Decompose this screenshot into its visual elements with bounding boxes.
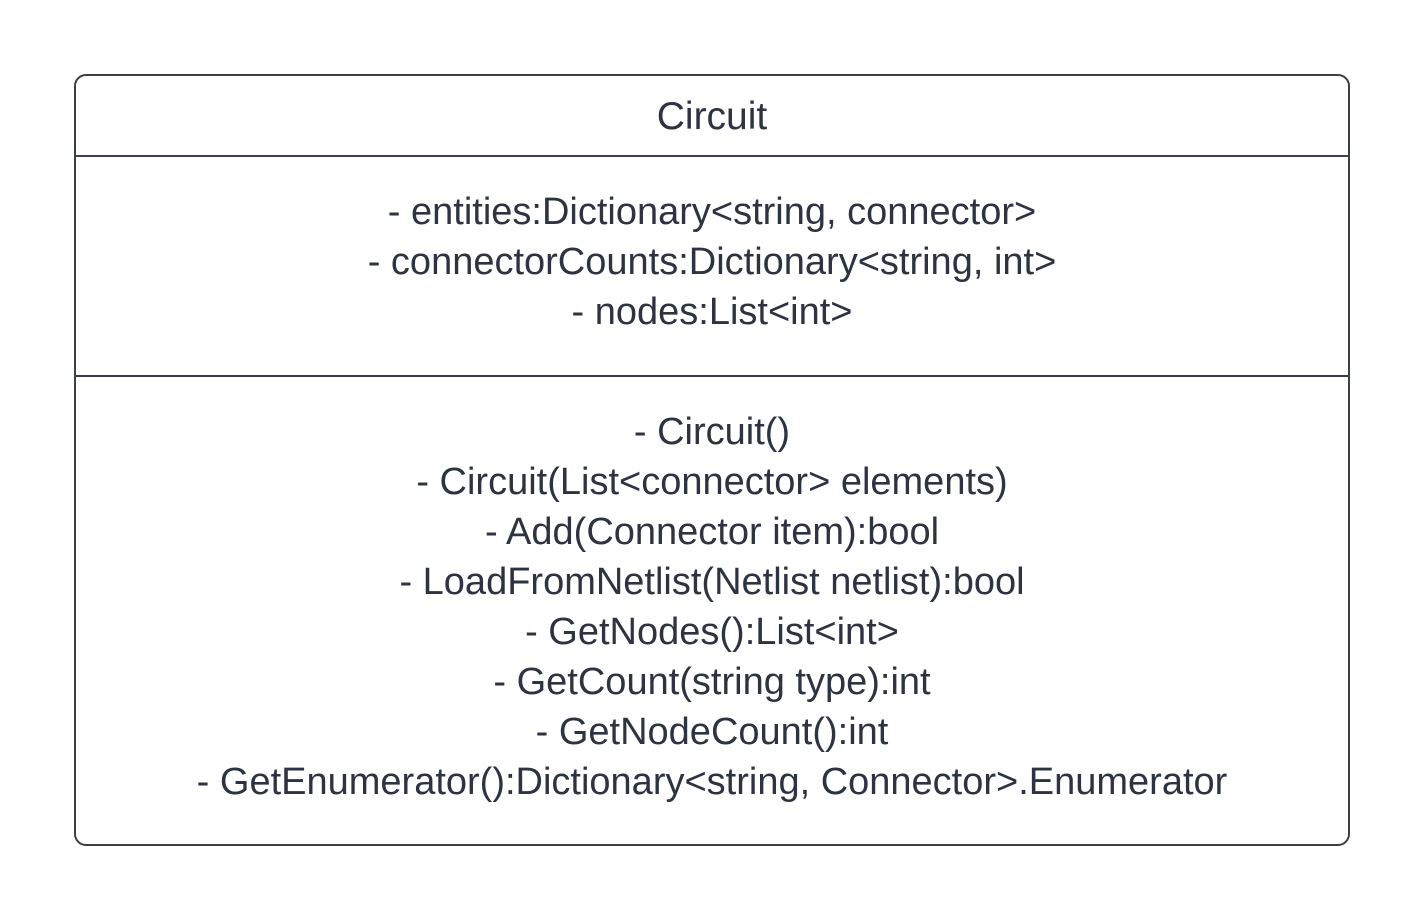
methods-compartment: - Circuit() - Circuit(List<connector> el…	[76, 407, 1348, 807]
method-get-enumerator: - GetEnumerator():Dictionary<string, Con…	[196, 761, 1228, 803]
attributes-divider	[76, 375, 1348, 377]
method-add: - Add(Connector item):bool	[484, 511, 940, 553]
attribute-connector-counts: - connectorCounts:Dictionary<string, int…	[367, 241, 1057, 283]
attributes-compartment: - entities:Dictionary<string, connector>…	[76, 187, 1348, 337]
method-load-from-netlist: - LoadFromNetlist(Netlist netlist):bool	[399, 561, 1025, 603]
method-circuit-constructor-elements: - Circuit(List<connector> elements)	[416, 461, 1008, 503]
method-get-node-count: - GetNodeCount():int	[535, 711, 889, 753]
method-circuit-constructor: - Circuit()	[633, 411, 791, 453]
name-divider	[76, 155, 1348, 157]
attribute-nodes: - nodes:List<int>	[571, 291, 853, 333]
method-get-nodes: - GetNodes():List<int>	[525, 611, 899, 653]
attribute-entities: - entities:Dictionary<string, connector>	[387, 191, 1037, 233]
class-name: Circuit	[656, 94, 768, 138]
method-get-count: - GetCount(string type):int	[493, 661, 931, 703]
uml-class-box: Circuit - entities:Dictionary<string, co…	[74, 74, 1350, 846]
